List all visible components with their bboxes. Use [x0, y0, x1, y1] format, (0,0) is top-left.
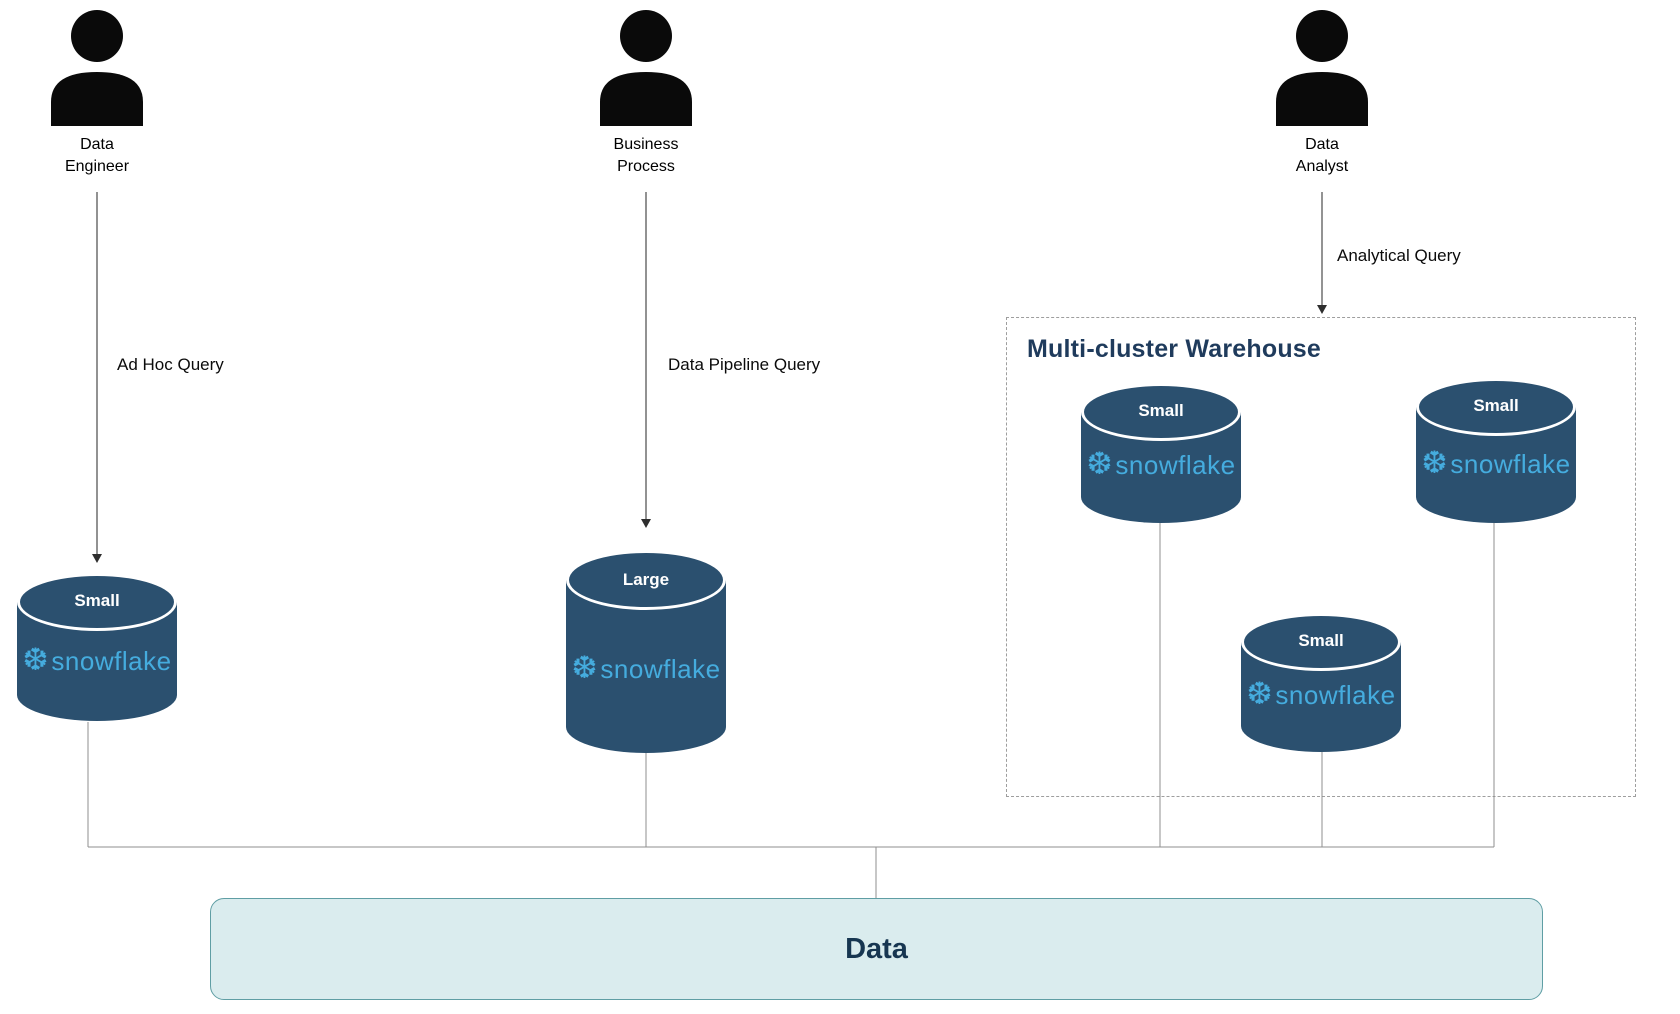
cylinder-top: Small	[1416, 378, 1576, 436]
actor-business-process	[594, 10, 698, 126]
actor-label-line: Engineer	[64, 158, 130, 175]
snowflake-icon: ❆	[22, 642, 49, 678]
warehouse-small-cluster-1: Small ❆ snowflake	[1081, 383, 1241, 523]
snowflake-icon: ❆	[1421, 445, 1448, 481]
data-store-label: Data	[845, 932, 908, 965]
warehouse-size-label: Small	[1298, 631, 1344, 650]
person-icon	[45, 10, 149, 126]
edge-label-ad-hoc-query: Ad Hoc Query	[117, 355, 224, 374]
arrowhead-icon	[1317, 305, 1327, 314]
actor-label-line: Process	[617, 158, 675, 175]
snowflake-icon: ❆	[1246, 676, 1273, 712]
warehouse-large-standalone: Large ❆ snowflake	[566, 550, 726, 753]
warehouse-small-cluster-2: Small ❆ snowflake	[1416, 378, 1576, 523]
snowflake-wordmark: snowflake	[1450, 448, 1571, 479]
actor-label-business-process: Business Process	[546, 134, 746, 178]
warehouse-size-label: Small	[74, 591, 120, 610]
actor-label-line: Analyst	[1295, 158, 1349, 175]
warehouse-small-cluster-3: Small ❆ snowflake	[1241, 613, 1401, 752]
warehouse-size-label: Large	[622, 570, 670, 589]
cylinder-top: Small	[1081, 383, 1241, 441]
edge-label-analytical-query: Analytical Query	[1337, 246, 1461, 265]
warehouse-small-standalone: Small ❆ snowflake	[17, 573, 177, 721]
actor-label-data-engineer: Data Engineer	[0, 134, 197, 178]
edge-label-data-pipeline-query: Data Pipeline Query	[668, 355, 821, 374]
actor-label-data-analyst: Data Analyst	[1222, 134, 1422, 178]
cylinder-top: Small	[17, 573, 177, 631]
actor-label-line: Business	[613, 136, 679, 153]
snowflake-wordmark: snowflake	[600, 653, 721, 684]
arrowhead-icon	[641, 519, 651, 528]
actor-data-analyst	[1270, 10, 1374, 126]
cylinder-top: Small	[1241, 613, 1401, 671]
person-icon	[1270, 10, 1374, 126]
actor-data-engineer	[45, 10, 149, 126]
warehouse-size-label: Small	[1138, 401, 1184, 420]
snowflake-wordmark: snowflake	[1275, 679, 1396, 710]
snowflake-wordmark: snowflake	[51, 645, 172, 676]
actor-label-line: Data	[80, 136, 114, 153]
data-store: Data	[210, 898, 1543, 1000]
cylinder-top: Large	[566, 550, 726, 610]
person-icon	[594, 10, 698, 126]
actor-label-line: Data	[1305, 136, 1339, 153]
snowflake-wordmark: snowflake	[1115, 449, 1236, 480]
warehouse-size-label: Small	[1473, 396, 1519, 415]
snowflake-icon: ❆	[1086, 446, 1113, 482]
snowflake-icon: ❆	[571, 650, 598, 686]
arrowhead-icon	[92, 554, 102, 563]
multi-cluster-warehouse-title: Multi-cluster Warehouse	[1027, 335, 1321, 363]
